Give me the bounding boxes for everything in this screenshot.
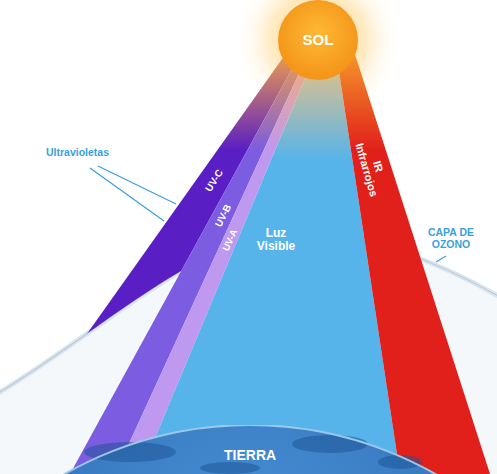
circle-shape: [278, 0, 358, 80]
infrared-band: IRInfrarrojos: [335, 45, 490, 474]
earth-globe: TIERRA: [0, 425, 497, 474]
leader-line: [90, 168, 164, 221]
circle-shape: [0, 425, 497, 474]
callout-label: CAPA DE OZONO: [420, 226, 482, 250]
callout-label: Ultravioletas: [46, 146, 109, 158]
text-group: TIERRA: [224, 448, 276, 463]
continent-shape: [292, 435, 368, 453]
earth-rim: [0, 425, 497, 474]
band-shape: [335, 45, 490, 474]
text-group: SOL: [303, 32, 334, 49]
band-label: SOL: [303, 32, 334, 49]
sun-circle: SOL: [276, 0, 360, 82]
band-label: Luz Visible: [247, 227, 305, 253]
infrared-band-shape: [335, 45, 490, 474]
band-label: TIERRA: [224, 448, 276, 463]
continent-shape: [200, 462, 260, 474]
text-group: Luz Visible: [247, 227, 305, 253]
leader-line: [98, 166, 176, 204]
leader-line: [436, 256, 446, 262]
